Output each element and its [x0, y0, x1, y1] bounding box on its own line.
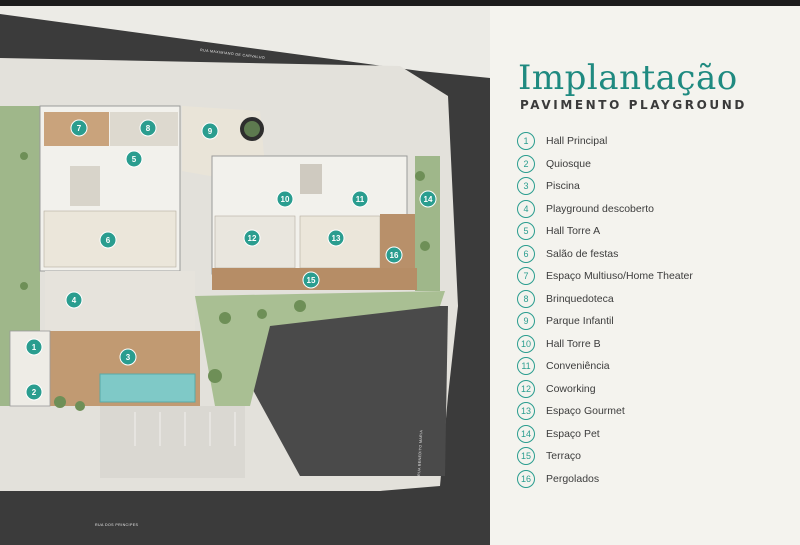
legend-number: 16 [517, 469, 535, 488]
legend-number: 3 [517, 177, 535, 196]
pin-label: 1 [32, 343, 37, 352]
legend-label: Hall Principal [546, 135, 608, 148]
legend: 1 Hall Principal 2 Quiosque 3 Piscina 4 Play… [517, 130, 787, 490]
pin-marker [25, 383, 43, 401]
legend-label: Playground descoberto [546, 202, 654, 215]
pin-label: 5 [132, 155, 137, 164]
legend-label: Quiosque [546, 157, 591, 170]
legend-item: 10 Hall Torre B [517, 333, 787, 356]
legend-number: 8 [517, 289, 535, 308]
page-title: Implantação [518, 58, 738, 98]
core-b [300, 164, 322, 194]
pool [99, 373, 196, 403]
trampoline-mat [244, 121, 260, 137]
pin-marker [139, 119, 157, 137]
legend-item: 13 Espaço Gourmet [517, 400, 787, 423]
legend-item: 4 Playground descoberto [517, 198, 787, 221]
pin-marker [302, 271, 320, 289]
legend-label: Conveniência [546, 360, 610, 373]
legend-label: Espaço Multiuso/Home Theater [546, 270, 693, 283]
pin-marker [419, 190, 437, 208]
street-name-north: RUA MAXIMIANO DE CARVALHO [200, 48, 265, 60]
pin-label: 7 [77, 124, 82, 133]
legend-item: 15 Terraço [517, 445, 787, 468]
legend-item: 5 Hall Torre A [517, 220, 787, 243]
legend-label: Hall Torre B [546, 337, 601, 350]
pin-label: 10 [281, 195, 290, 204]
pin-marker [25, 338, 43, 356]
street-name-east: RUA BENEDITO MARIA [417, 429, 423, 476]
pin-marker [70, 119, 88, 137]
pin-label: 13 [332, 234, 341, 243]
legend-number: 11 [517, 357, 535, 376]
legend-item: 16 Pergolados [517, 468, 787, 491]
legend-label: Brinquedoteca [546, 292, 614, 305]
legend-item: 12 Coworking [517, 378, 787, 401]
pin-label: 3 [126, 353, 131, 362]
page-subtitle: PAVIMENTO PLAYGROUND [520, 98, 747, 112]
pin-marker [327, 229, 345, 247]
legend-number: 15 [517, 447, 535, 466]
legend-item: 6 Salão de festas [517, 243, 787, 266]
legend-number: 7 [517, 267, 535, 286]
top-bar [0, 0, 800, 6]
legend-number: 5 [517, 222, 535, 241]
pin-label: 6 [106, 236, 111, 245]
legend-label: Piscina [546, 180, 580, 193]
legend-label: Espaço Gourmet [546, 405, 625, 418]
legend-label: Pergolados [546, 472, 600, 485]
legend-number: 1 [517, 132, 535, 151]
pin-marker [99, 231, 117, 249]
pin-label: 9 [208, 127, 213, 136]
legend-label: Salão de festas [546, 247, 619, 260]
pin-marker [276, 190, 294, 208]
legend-item: 8 Brinquedoteca [517, 288, 787, 311]
trees [20, 152, 430, 411]
legend-label: Coworking [546, 382, 596, 395]
legend-label: Terraço [546, 450, 582, 463]
legend-number: 9 [517, 312, 535, 331]
pin-marker [351, 190, 369, 208]
legend-item: 7 Espaço Multiuso/Home Theater [517, 265, 787, 288]
legend-number: 13 [517, 402, 535, 421]
pin-label: 11 [356, 195, 365, 204]
pin-label: 12 [248, 234, 257, 243]
lawn-east [415, 156, 440, 291]
pin-label: 16 [390, 251, 399, 260]
legend-item: 2 Quiosque [517, 153, 787, 176]
pin-marker [125, 150, 143, 168]
legend-item: 3 Piscina [517, 175, 787, 198]
legend-number: 2 [517, 154, 535, 173]
legend-item: 11 Conveniência [517, 355, 787, 378]
parking-stalls [134, 412, 236, 446]
pin-marker [385, 246, 403, 264]
pin-marker [119, 348, 137, 366]
legend-item: 1 Hall Principal [517, 130, 787, 153]
legend-label: Espaço Pet [546, 427, 600, 440]
parking [100, 406, 245, 478]
pin-label: 14 [424, 195, 433, 204]
pin-label: 4 [72, 296, 77, 305]
legend-number: 12 [517, 379, 535, 398]
pin-label: 8 [146, 124, 151, 133]
legend-number: 6 [517, 244, 535, 263]
legend-number: 14 [517, 424, 535, 443]
pin-marker [243, 229, 261, 247]
lawn-south [195, 291, 445, 406]
pin-marker [201, 122, 219, 140]
pin-marker [65, 291, 83, 309]
legend-label: Parque Infantil [546, 315, 614, 328]
core-a [70, 166, 100, 206]
legend-label: Hall Torre A [546, 225, 601, 238]
legend-item: 9 Parque Infantil [517, 310, 787, 333]
legend-number: 10 [517, 334, 535, 353]
pin-label: 15 [307, 276, 316, 285]
pin-label: 2 [32, 388, 37, 397]
site-plan: RUA MAXIMIANO DE CARVALHO RUA BENEDITO M… [0, 6, 490, 545]
legend-item: 14 Espaço Pet [517, 423, 787, 446]
street-name-south: RUA DOS PRINCIPES [95, 523, 139, 527]
legend-number: 4 [517, 199, 535, 218]
ramp-area [218, 306, 448, 476]
